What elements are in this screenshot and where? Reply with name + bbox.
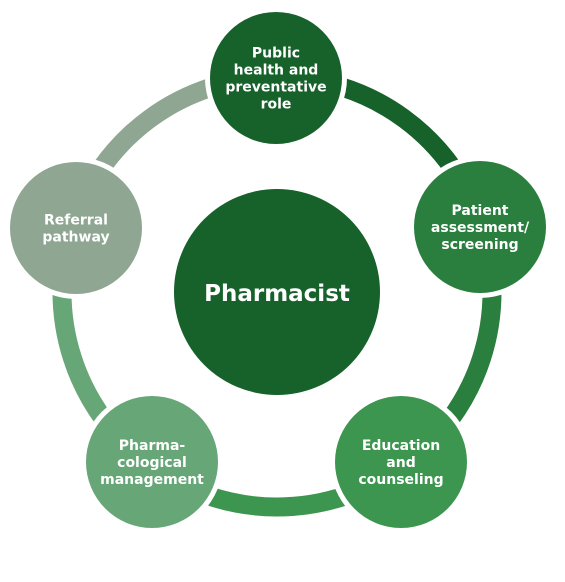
- node-circle: [210, 12, 342, 144]
- node-label-line: Education: [362, 438, 440, 454]
- node-label-line: Referral: [44, 213, 108, 229]
- node-circle: [335, 396, 467, 528]
- node-label-line: health and: [234, 63, 319, 79]
- node-label-line: Pharma-: [119, 438, 186, 454]
- node-label-line: and: [386, 455, 415, 471]
- node-circle: [86, 396, 218, 528]
- node-label-line: Public: [252, 46, 300, 62]
- center-circle: [174, 189, 380, 395]
- node-circle: [10, 162, 142, 294]
- node-label-line: screening: [441, 237, 518, 253]
- node-label-line: management: [100, 472, 204, 488]
- node-label-line: cological: [117, 455, 187, 471]
- node-label-line: Patient: [452, 203, 509, 219]
- node-label-line: pathway: [42, 230, 109, 246]
- node-label-line: assessment/: [431, 220, 530, 236]
- node-label-line: counseling: [358, 472, 443, 488]
- node-label-line: preventative: [225, 80, 326, 96]
- node-label-line: role: [261, 97, 292, 113]
- node-circle: [414, 161, 546, 293]
- center-label: Pharmacist: [204, 281, 350, 307]
